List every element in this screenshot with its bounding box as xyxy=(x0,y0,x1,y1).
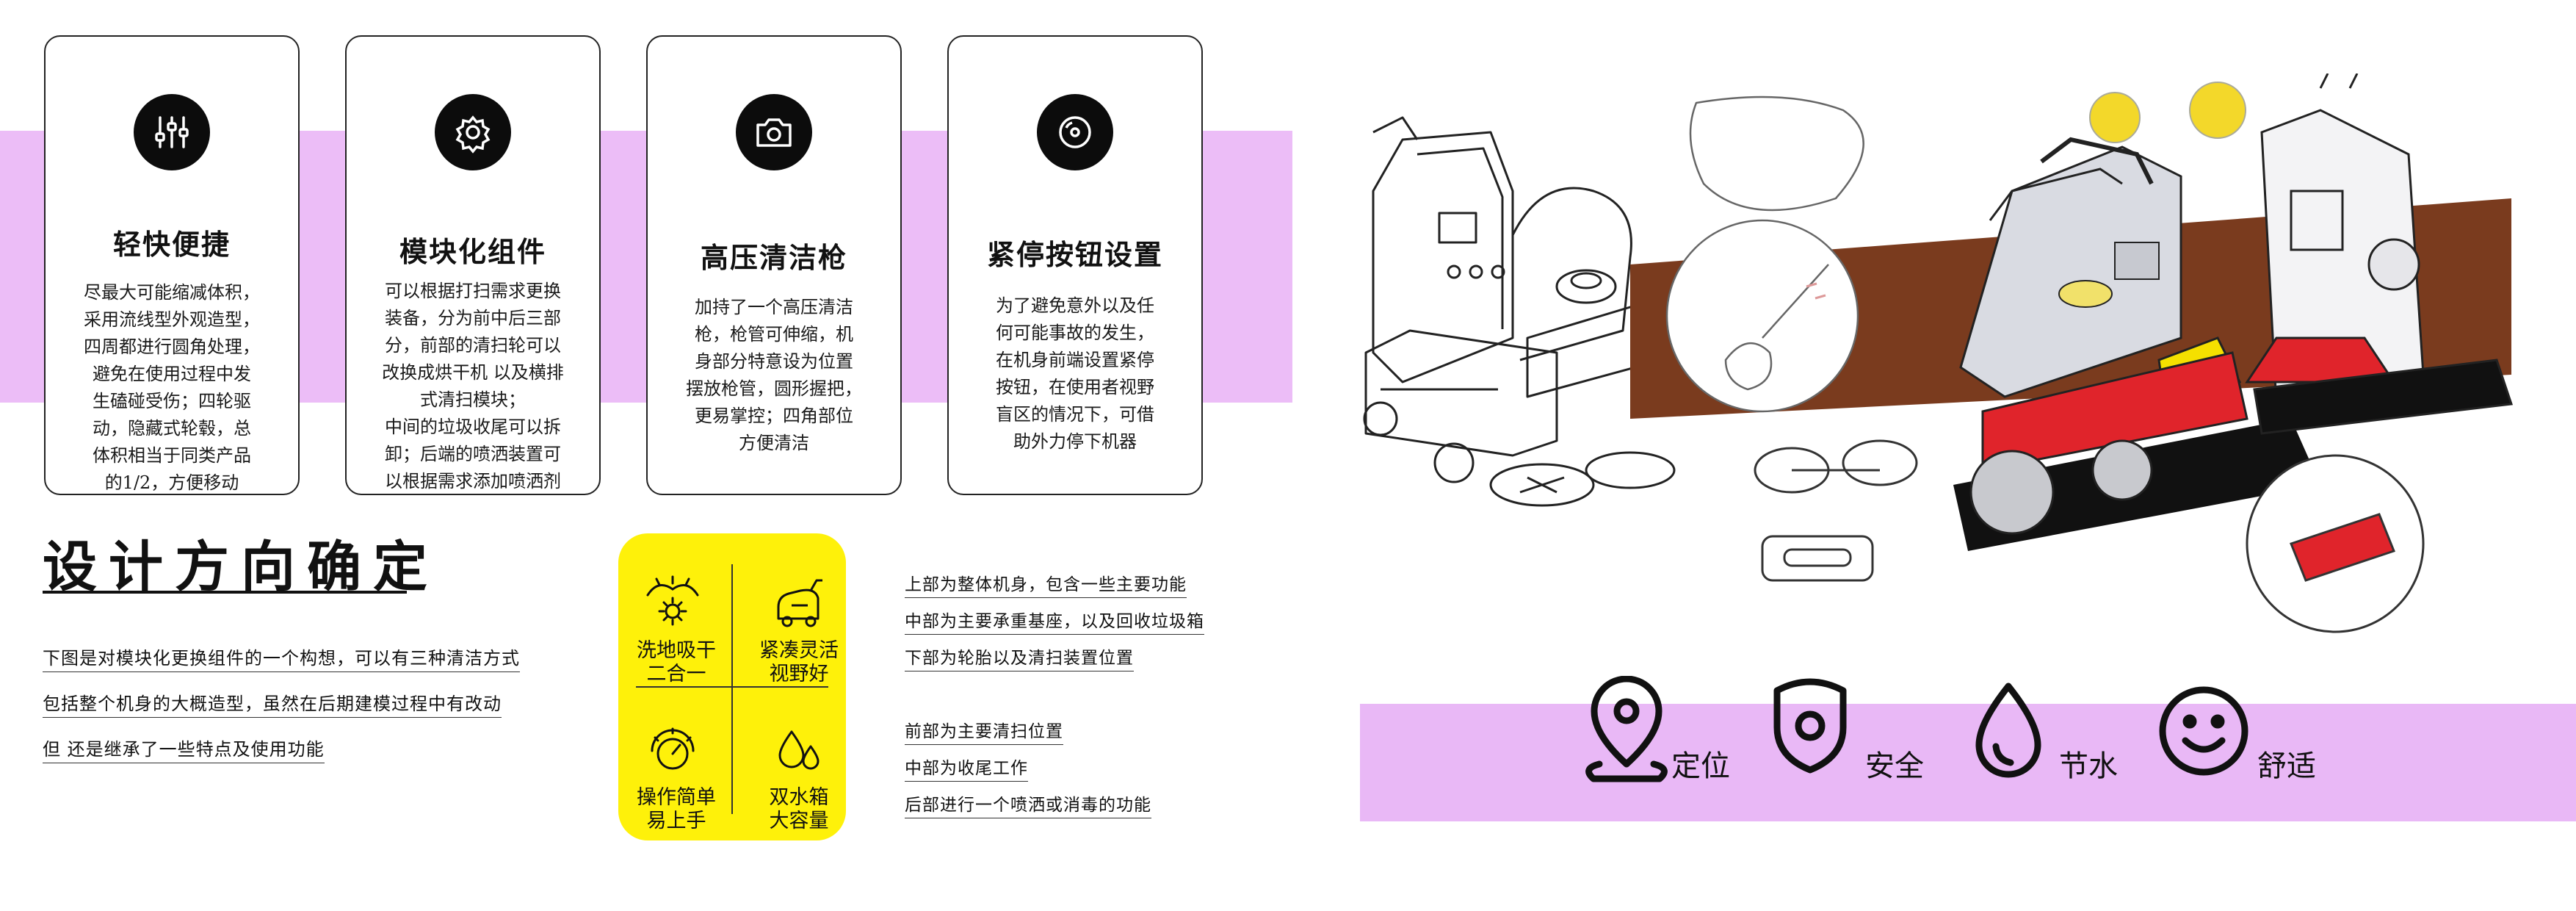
highlight-label: 双水箱 大容量 xyxy=(769,786,829,832)
description-line: 下图是对模块化更换组件的一个构想，可以有三种清洁方式 xyxy=(43,644,520,672)
feature-card-pressure-gun: 高压清洁枪 加持了一个高压清洁 枪，枪管可伸缩，机 身部分特意设为位置 摆放枪管… xyxy=(646,35,902,495)
gear-icon xyxy=(435,94,511,170)
value-label: 安全 xyxy=(1865,749,1924,783)
water-drop-icon xyxy=(1975,683,2041,778)
feature-card-lightweight: 轻快便捷 尽最大可能缩减体积， 采用流线型外观造型， 四周都进行圆角处理， 避免… xyxy=(44,35,300,495)
sun-wash-icon xyxy=(646,575,699,626)
shield-icon xyxy=(1773,678,1847,774)
note-line: 后部进行一个喷洒或消毒的功能 xyxy=(905,791,1151,818)
feature-text: 可以根据打扫需求更换 装备，分为前中后三部 分，前部的清扫轮可以 改换成烘干机 … xyxy=(382,281,564,491)
product-sketch xyxy=(1363,73,2514,633)
feature-title: 模块化组件 xyxy=(399,235,546,268)
machine-side-view xyxy=(2245,73,2514,435)
highlight-label: 洗地吸干 二合一 xyxy=(637,639,716,685)
yellow-accents xyxy=(2089,82,2246,143)
cleaning-cart-icon xyxy=(777,579,822,627)
machine-line-drawing xyxy=(1363,116,1690,507)
note-line: 中部为收尾工作 xyxy=(905,754,1028,782)
feature-title: 轻快便捷 xyxy=(112,228,231,261)
section-heading: 设计方向确定 xyxy=(43,536,439,599)
heading-underline xyxy=(43,591,407,594)
sliders-icon xyxy=(134,94,210,170)
feature-text: 加持了一个高压清洁 枪，枪管可伸缩，机 身部分特意设为位置 摆放枪管，圆形握把，… xyxy=(686,297,862,453)
value-label: 定位 xyxy=(1671,749,1730,783)
value-label: 舒适 xyxy=(2257,749,2316,783)
note-line: 上部为整体机身，包含一些主要功能 xyxy=(905,570,1187,598)
note-line: 下部为轮胎以及清扫装置位置 xyxy=(905,644,1134,671)
location-pin-icon xyxy=(1585,676,1668,782)
water-drops-icon xyxy=(778,730,820,770)
description-line: 包括整个机身的大概造型，虽然在后期建模过程中有改动 xyxy=(43,689,502,718)
feature-card-modular: 模块化组件 可以根据打扫需求更换 装备，分为前中后三部 分，前部的清扫轮可以 改… xyxy=(345,35,601,495)
panel-divider xyxy=(731,564,733,814)
disc-icon xyxy=(1037,94,1113,170)
highlight-label: 紧凑灵活 视野好 xyxy=(759,639,839,685)
gauge-icon xyxy=(651,727,695,770)
description-line: 但 还是继承了一些特点及使用功能 xyxy=(43,735,325,763)
highlight-label: 操作简单 易上手 xyxy=(637,786,716,832)
component-details xyxy=(1754,439,2425,633)
feature-card-emergency-stop: 紧停按钮设置 为了避免意外以及任 何可能事故的发生， 在机身前端设置紧停 按钮，… xyxy=(947,35,1203,495)
feature-text: 尽最大可能缩减体积， 采用流线型外观造型， 四周都进行圆角处理， 避免在使用过程… xyxy=(84,282,260,493)
machine-color-rendering xyxy=(1953,137,2320,551)
feature-title: 紧停按钮设置 xyxy=(986,238,1163,271)
feature-text: 为了避免意外以及任 何可能事故的发生， 在机身前端设置紧停 按钮，在使用者视野 … xyxy=(996,295,1154,452)
detail-sketches xyxy=(1665,96,1864,413)
feature-title: 高压清洁枪 xyxy=(700,241,847,274)
camera-icon xyxy=(736,94,812,170)
smiley-icon xyxy=(2159,686,2248,776)
note-line: 中部为主要承重基座，以及回收垃圾箱 xyxy=(905,607,1204,635)
value-label: 节水 xyxy=(2059,749,2118,783)
note-line: 前部为主要清扫位置 xyxy=(905,717,1063,745)
lavender-band-bottom xyxy=(1360,704,2576,821)
